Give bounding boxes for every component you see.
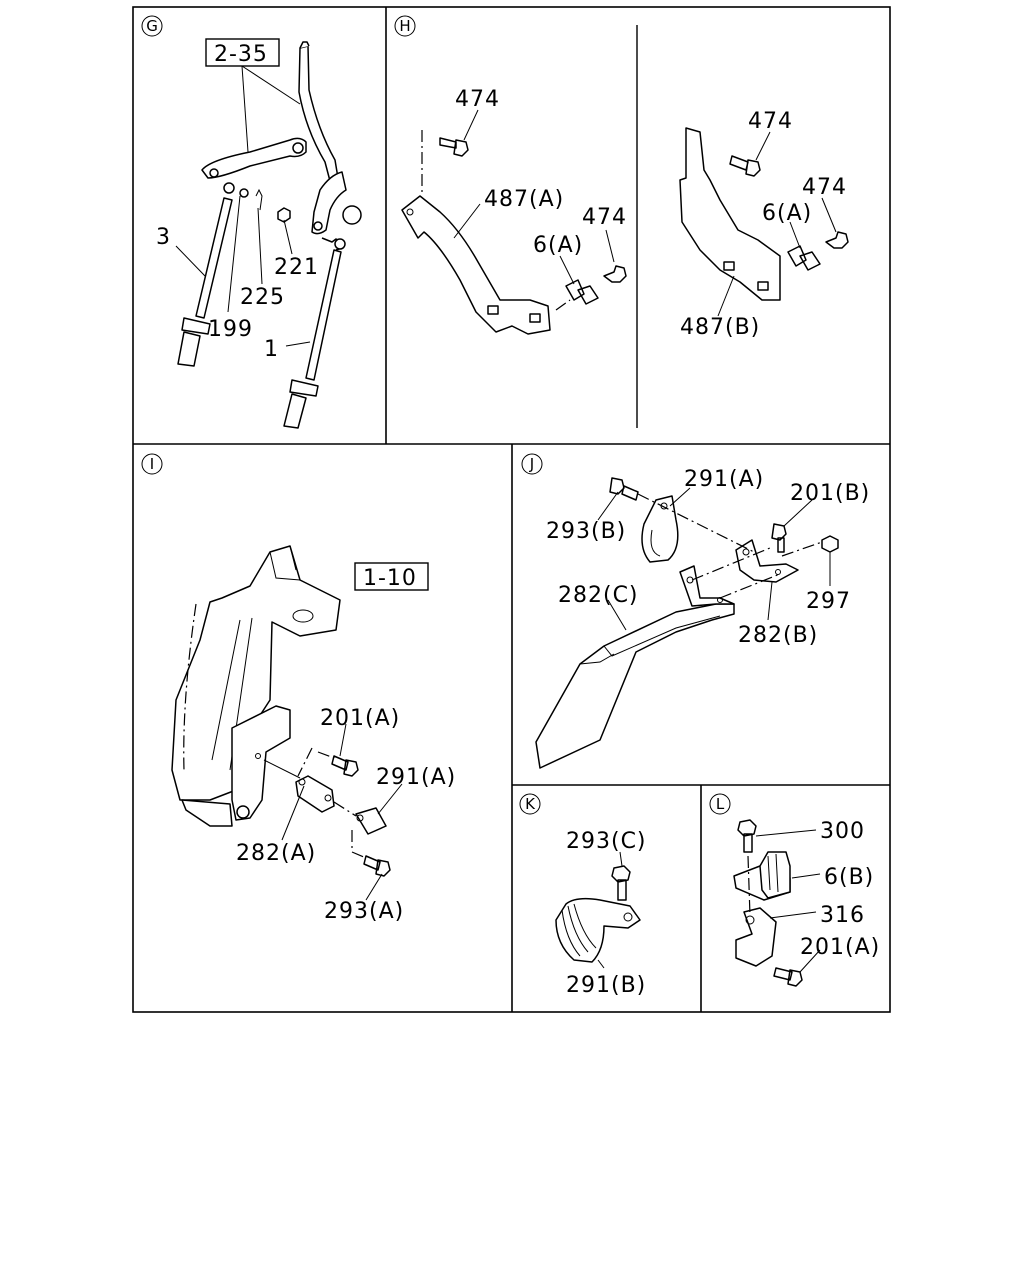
svg-text:G: G [146,17,158,35]
bolt-201a-i [331,755,359,777]
panel-j: J 291(A) 201(B) 29 [521,453,870,769]
bracket-487b [679,127,781,301]
callout-label: 487(B) [680,315,760,340]
bracket-282c [535,603,735,769]
panel-k: K 293(C) 291(B) [519,793,647,998]
callout-label: 201(A) [320,706,400,731]
bell-crank [311,171,347,235]
mount-bracket [231,705,291,821]
callout-label: 316 [820,903,865,928]
callout-label: 6(B) [824,865,874,890]
callout-label: 1-10 [363,566,417,591]
cable-1 [305,249,342,381]
panel-i: I 1-10 2 [141,453,456,924]
bolt-293c [611,865,631,901]
bolt-201b [771,523,787,553]
callout-label: 297 [806,589,851,614]
svg-text:I: I [150,455,154,473]
clip-6a-h-right [787,245,821,271]
callout-label: 474 [802,175,847,200]
panel-frames [132,6,891,1013]
clamp-6b [759,851,791,899]
nut-297 [821,535,839,553]
cable-3 [195,197,233,319]
callout-label: 282(B) [738,623,818,648]
clip-291a-j [641,495,679,563]
callout-label: 291(A) [684,467,764,492]
callout-label: 282(A) [236,841,316,866]
section-marker-h: H [394,15,416,37]
lower-bracket-316 [735,907,777,967]
callout-label: 6(A) [533,233,583,258]
bolt-201a-l [773,967,803,987]
section-marker-g: G [141,15,163,37]
reference-box-1-10: 1-10 [354,562,429,591]
bracket-282a [295,775,335,813]
bracket-282b [735,539,799,583]
section-marker-l: L [709,793,731,815]
callout-label: 474 [455,87,500,112]
callout-label: 1 [264,337,279,362]
callout-label: 474 [582,205,627,230]
svg-text:K: K [525,795,536,813]
shift-lever [298,45,339,182]
bolt-293b [609,477,639,501]
callout-label: 293(B) [546,519,626,544]
callout-label: 282(C) [558,583,639,608]
callout-label: 6(A) [762,201,812,226]
callout-label: 291(B) [566,973,646,998]
callout-label: 225 [240,285,285,310]
bolt-293a-i [363,855,391,877]
section-marker-k: K [519,793,541,815]
callout-label: 221 [274,255,319,280]
panel-g: G 2-35 [141,15,362,429]
clip-291a-i [355,807,387,835]
callout-label: 293(A) [324,899,404,924]
panel-l: L 300 6(B) 316 201(A) [709,793,880,987]
callout-label: 291(A) [376,765,456,790]
svg-text:L: L [716,795,725,813]
callout-label: 3 [156,225,171,250]
panel-h: H 474 487(A) 6(A) 474 474 474 6(A) 48 [394,15,849,340]
svg-text:J: J [529,455,534,473]
section-marker-i: I [141,453,163,475]
callout-label: 201(B) [790,481,870,506]
callout-label: 474 [748,109,793,134]
bolt-300 [737,819,757,853]
callout-label: 199 [208,317,253,342]
svg-text:H: H [399,17,410,35]
bolt-474-h-right [729,155,761,177]
lever-arm [201,137,307,179]
reference-box-2-35: 2-35 [205,38,280,67]
callout-label: 201(A) [800,935,880,960]
lever-knob [299,41,310,49]
callout-label: 293(C) [566,829,647,854]
callout-label: 487(A) [484,187,564,212]
section-marker-j: J [521,453,543,475]
clip-6a-h-left [565,279,599,305]
bolt-474-h-left [439,137,469,157]
bracket-487a [401,195,551,335]
callout-label: 300 [820,819,865,844]
callout-label: 2-35 [214,42,268,67]
